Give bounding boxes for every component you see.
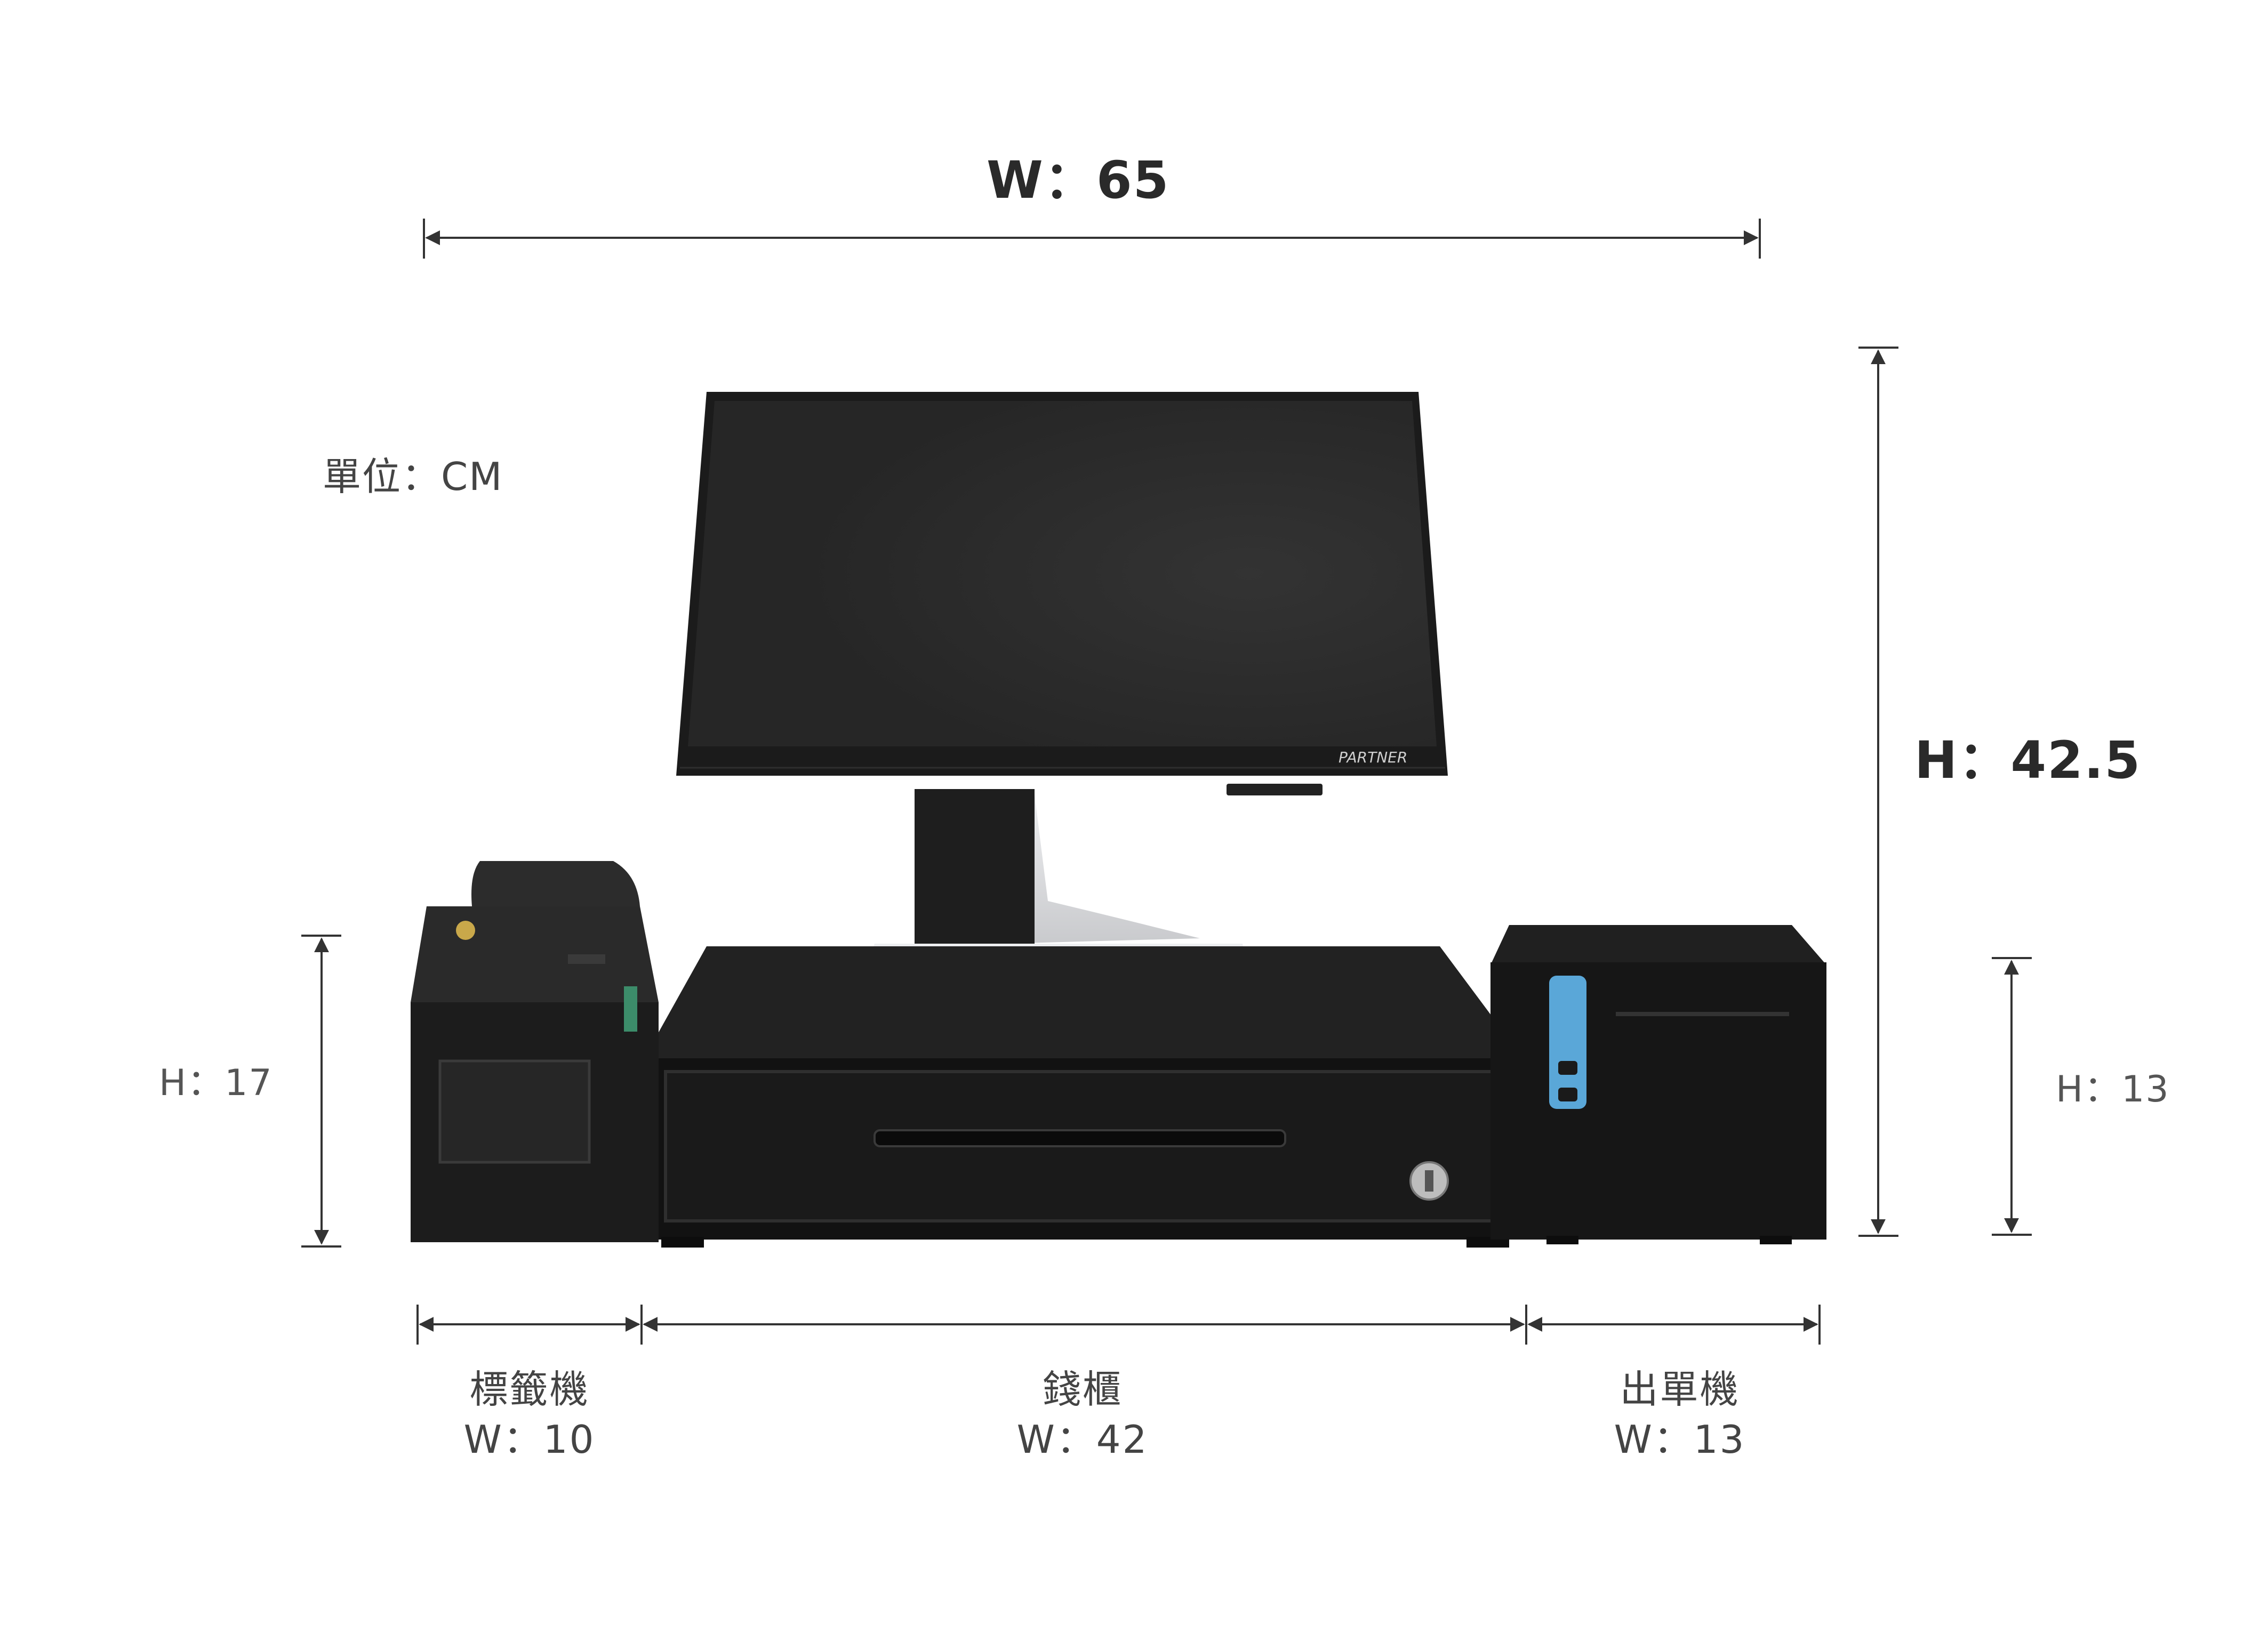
overall-width-dimension <box>423 219 1761 259</box>
label-printer-height-label: H：17 <box>159 1062 273 1104</box>
cash-drawer-name: 錢櫃 <box>1042 1367 1123 1412</box>
label-printer-height-dimension <box>301 935 341 1248</box>
monitor-brand-text: PARTNER <box>1339 749 1407 766</box>
receipt-printer-caption: 出單機 W：13 <box>1573 1365 1786 1465</box>
cash-drawer <box>643 946 1528 1248</box>
label-printer-name: 標籤機 <box>469 1367 590 1412</box>
label-printer <box>411 861 659 1242</box>
status-light-icon <box>456 921 475 940</box>
receipt-printer-width-label: W：13 <box>1614 1417 1746 1462</box>
overall-height-dimension <box>1858 347 1898 1237</box>
bottom-width-dimensions <box>416 1305 1821 1345</box>
receipt-printer-height-label: H：13 <box>2056 1068 2170 1111</box>
receipt-printer-height-dimension <box>1992 957 2032 1236</box>
receipt-printer-name: 出單機 <box>1620 1367 1740 1412</box>
label-printer-caption: 標籤機 W：10 <box>423 1365 636 1465</box>
receipt-printer <box>1490 925 1826 1244</box>
overall-height-label: H：42.5 <box>1914 730 2142 790</box>
overall-width-label: W：65 <box>987 150 1170 210</box>
label-printer-width-label: W：10 <box>463 1417 596 1462</box>
cash-drawer-caption: 錢櫃 W：42 <box>976 1365 1189 1465</box>
cash-drawer-width-label: W：42 <box>1016 1417 1149 1462</box>
pos-monitor: PARTNER <box>676 392 1448 1011</box>
unit-label: 單位：CM <box>323 454 503 499</box>
